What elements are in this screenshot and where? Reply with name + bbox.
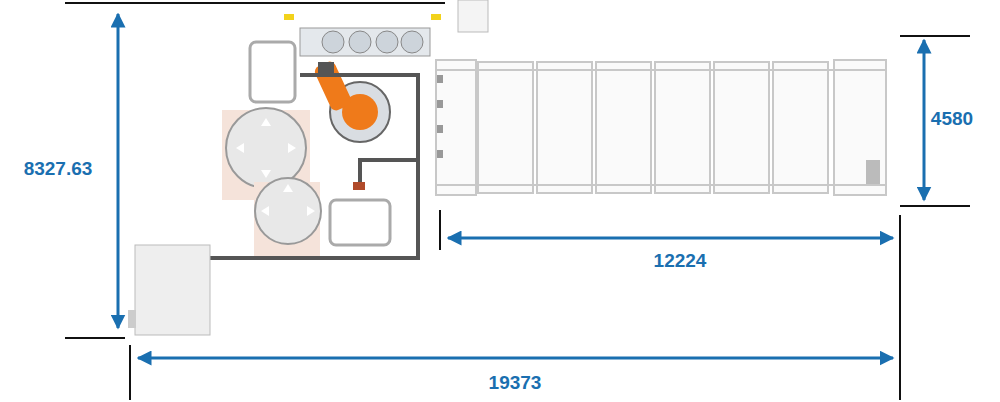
fan-unit <box>300 28 430 56</box>
extension-lines <box>65 3 970 400</box>
cabinet <box>458 0 488 32</box>
dimension-label: 12224 <box>652 250 709 271</box>
conveyor <box>436 60 886 195</box>
dimension-label: 19373 <box>487 372 544 393</box>
conveyor-details <box>437 75 880 184</box>
frame <box>330 200 390 245</box>
robot <box>313 60 390 142</box>
dimension-arrows <box>118 14 924 358</box>
machine-box-detail <box>128 310 136 328</box>
tank <box>254 178 321 256</box>
machine-box <box>135 245 210 335</box>
sensor <box>431 14 441 20</box>
dimension-label: 8327.63 <box>22 158 95 179</box>
sensor <box>284 14 294 20</box>
pipes <box>168 75 418 258</box>
dimension-label: 4580 <box>929 108 975 129</box>
nozzle <box>353 182 365 190</box>
frame <box>250 42 295 102</box>
